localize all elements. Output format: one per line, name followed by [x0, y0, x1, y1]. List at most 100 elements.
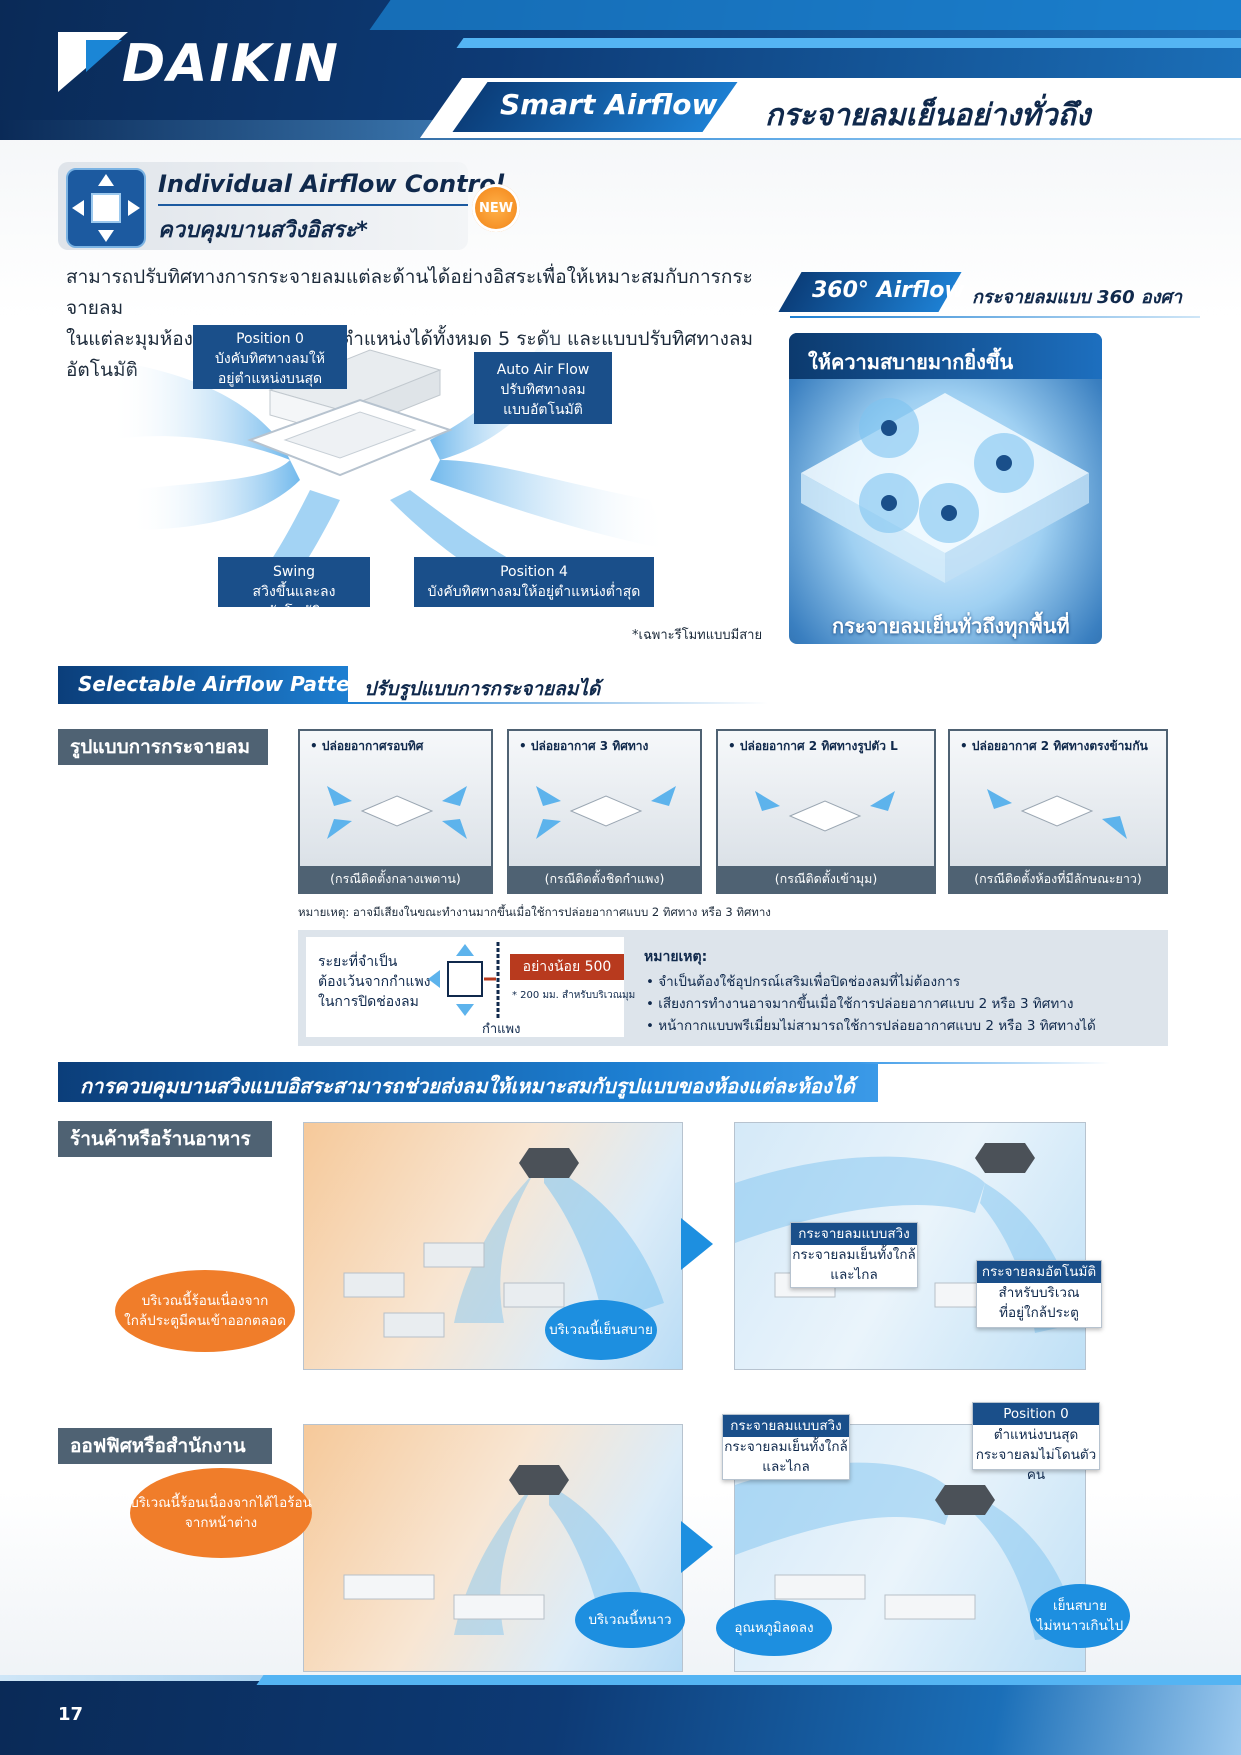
- callout-line: สวิงขึ้นและลงอัตโนมัติ: [252, 584, 336, 620]
- restaurant-scene-icon: [343, 1148, 664, 1338]
- notes-title: หมายเหตุ:: [644, 949, 708, 965]
- note-item: • จำเป็นต้องใช้อุปกรณ์เสริมเพื่อปิดช่องล…: [646, 974, 961, 990]
- bubble-line: เย็นสบาย: [1052, 1598, 1108, 1614]
- clearance-label: ระยะที่จำเป็น ต้องเว้นจากกำแพง ในการปิดช…: [318, 952, 431, 1012]
- feature-title: Individual Airflow Control: [158, 170, 505, 198]
- clearance-label-line: ระยะที่จำเป็น: [318, 954, 398, 970]
- page-footer: [0, 1675, 1241, 1755]
- note-text: หน้ากากแบบพรีเมี่ยมไม่สามารถใช้การปล่อยอ…: [658, 1018, 1096, 1034]
- office-section-tag: ออฟฟิศหรือสำนักงาน: [58, 1428, 272, 1464]
- clearance-corner-note: * 200 มม. สำหรับบริเวณมุม: [512, 990, 636, 1001]
- shop-section-tag: ร้านค้าหรือร้านอาหาร: [58, 1121, 272, 1157]
- feature-subtitle: ควบคุมบานสวิงอิสระ*: [158, 218, 368, 243]
- callout-line: ปรับทิศทางลม: [500, 382, 586, 398]
- info-line: กระจายลมเย็นทั้งใกล้: [724, 1439, 848, 1455]
- info-heading: กระจายลมแบบสวิง: [791, 1223, 917, 1245]
- callout-heading: Position 4: [500, 564, 568, 580]
- callout-swing: Swing สวิงขึ้นและลงอัตโนมัติ: [218, 557, 370, 620]
- callout-heading: Swing: [273, 564, 315, 580]
- callout-heading: Auto Air Flow: [496, 362, 590, 378]
- cool-area-bubble: บริเวณนี้เย็นสบาย: [545, 1300, 657, 1360]
- divider: [790, 316, 1200, 318]
- callout-position4: Position 4 บังคับทิศทางลมให้อยู่ตำแหน่งต…: [414, 557, 654, 607]
- divider: [158, 204, 468, 206]
- brand-logo-text: DAIKIN: [122, 34, 340, 94]
- bubble-line: ไม่หนาวเกินไป: [1036, 1618, 1124, 1634]
- section-title: Smart Airflow: [500, 88, 718, 121]
- divider: [860, 1062, 1110, 1064]
- comfort-bubble: เย็นสบายไม่หนาวเกินไป: [1030, 1584, 1130, 1648]
- pattern-title: • ปล่อยอากาศ 2 ทิศทางรูปตัว L: [728, 739, 898, 753]
- position0-info-box: Position 0 ตำแหน่งบนสุด กระจายลมไม่โดนตั…: [972, 1402, 1100, 1483]
- auto-info-box: กระจายลมอัตโนมัติ สำหรับบริเวณ ที่อยู่ใก…: [976, 1260, 1102, 1328]
- note-text: จำเป็นต้องใช้อุปกรณ์เสริมเพื่อปิดช่องลมท…: [658, 974, 961, 990]
- pattern-caption: (กรณีติดตั้งชิดกำแพง): [509, 866, 700, 892]
- application-banner: [58, 1062, 878, 1102]
- airflow360-title: 360° Airflow: [812, 278, 965, 303]
- description-line: สามารถปรับทิศทางการกระจายลมแต่ละด้านได้อ…: [66, 266, 753, 319]
- callout-line: อยู่ตำแหน่งบนสุด: [217, 371, 323, 387]
- callout-line: แบบอัตโนมัติ: [503, 402, 583, 418]
- arrow-right-icon: [681, 1218, 713, 1270]
- clearance-cassette-icon: [428, 942, 500, 1018]
- daikin-logo-icon: [58, 32, 128, 92]
- info-heading: กระจายลมอัตโนมัติ: [977, 1261, 1101, 1283]
- cold-area-bubble: บริเวณนี้หนาว: [575, 1592, 685, 1648]
- bubble-line: ใกล้ประตูมีคนเข้าออกตลอด: [124, 1313, 286, 1329]
- airflow-control-icon: [66, 168, 146, 248]
- pattern-section-tag: รูปแบบการกระจายลม: [58, 729, 268, 765]
- airflow360-illustration: [789, 333, 1102, 644]
- callout-auto-airflow: Auto Air Flow ปรับทิศทางลม แบบอัตโนมัติ: [474, 352, 612, 424]
- info-line: สำหรับบริเวณ: [998, 1285, 1080, 1301]
- new-badge: NEW: [472, 184, 520, 232]
- info-heading: กระจายลมแบบสวิง: [723, 1415, 849, 1437]
- pattern-caption: (กรณีติดตั้งกลางเพดาน): [300, 866, 491, 892]
- cassette-2way-l-icon: [755, 791, 895, 832]
- office-swing-info-box: กระจายลมแบบสวิง กระจายลมเย็นทั้งใกล้ และ…: [722, 1414, 850, 1480]
- section-subtitle: กระจายลมเย็นอย่างทั่วถึง: [765, 98, 1091, 133]
- airflow360-subtitle: กระจายลมแบบ 360 องศา: [972, 287, 1183, 308]
- hot-area-bubble: บริเวณนี้ร้อนเนื่องจากใกล้ประตูมีคนเข้าอ…: [115, 1270, 295, 1352]
- hot-window-bubble: บริเวณนี้ร้อนเนื่องจากได้ไอร้อนจากหน้าต่…: [130, 1468, 312, 1558]
- swing-info-box: กระจายลมแบบสวิง กระจายลมเย็นทั้งใกล้ และ…: [790, 1222, 918, 1288]
- clearance-label-line: ต้องเว้นจากกำแพง: [318, 974, 431, 990]
- pattern-card-all-directions: • ปล่อยอากาศรอบทิศ (กรณีติดตั้งกลางเพดาน…: [298, 729, 493, 894]
- selectable-label-bg: [58, 666, 348, 704]
- airflow360-top-text: ให้ความสบายมากยิ่งขึ้น: [808, 350, 1014, 374]
- info-line: กระจายลมเย็นทั้งใกล้: [792, 1247, 916, 1263]
- info-heading: Position 0: [973, 1403, 1099, 1425]
- info-line: ตำแหน่งบนสุด: [993, 1427, 1079, 1443]
- temp-drop-bubble: อุณหภูมิลดลง: [716, 1600, 832, 1656]
- ceiling-airflow-icon: [801, 393, 1089, 583]
- note-text: เสียงการทำงานอาจมากขึ้นเมื่อใช้การปล่อยอ…: [658, 996, 1074, 1012]
- callout-line: บังคับทิศทางลมให้อยู่ตำแหน่งต่ำสุด: [427, 584, 641, 600]
- pattern-card-3-way: • ปล่อยอากาศ 3 ทิศทาง (กรณีติดตั้งชิดกำแ…: [507, 729, 702, 894]
- callout-line: บังคับทิศทางลมให้: [215, 351, 325, 367]
- pattern-caption: (กรณีติดตั้งเข้ามุม): [718, 866, 934, 892]
- info-line: และไกล: [762, 1459, 810, 1475]
- pattern-caption: (กรณีติดตั้งห้องที่มีลักษณะยาว): [950, 866, 1166, 892]
- airflow360-bottom-text: กระจายลมเย็นทั่วถึงทุกพื้นที่: [832, 614, 1070, 638]
- banner-text: การควบคุมบานสวิงแบบอิสระสามารถช่วยส่งลมใ…: [80, 1074, 855, 1098]
- clearance-label-line: ในการปิดช่องลม: [318, 994, 419, 1010]
- bubble-line: บริเวณนี้ร้อนเนื่องจาก: [141, 1293, 269, 1309]
- info-line: กระจายลมไม่โดนตัวคน: [975, 1447, 1097, 1483]
- pattern-card-2-way-opposite: • ปล่อยอากาศ 2 ทิศทางตรงข้ามกัน (กรณีติด…: [948, 729, 1168, 894]
- bubble-line: บริเวณนี้ร้อนเนื่องจากได้ไอร้อน: [130, 1495, 312, 1511]
- pattern-title: • ปล่อยอากาศรอบทิศ: [310, 739, 424, 753]
- page-number: 17: [58, 1704, 84, 1725]
- selectable-subtitle: ปรับรูปแบบการกระจายลมได้: [364, 678, 601, 700]
- bubble-line: จากหน้าต่าง: [184, 1515, 258, 1531]
- pattern-title: • ปล่อยอากาศ 2 ทิศทางตรงข้ามกัน: [960, 739, 1148, 753]
- wall-label: กำแพง: [482, 1022, 521, 1037]
- callout-position0: Position 0 บังคับทิศทางลมให้ อยู่ตำแหน่ง…: [193, 325, 347, 389]
- airflow360-top-band: [789, 333, 1102, 379]
- info-line: และไกล: [830, 1267, 878, 1283]
- info-line: ที่อยู่ใกล้ประตู: [999, 1305, 1079, 1321]
- pattern-note: หมายเหตุ: อาจมีเสียงในขณะทำงานมากขึ้นเมื…: [298, 905, 771, 919]
- arrow-right-icon: [681, 1521, 713, 1573]
- note-item: • เสียงการทำงานอาจมากขึ้นเมื่อใช้การปล่อ…: [646, 996, 1074, 1012]
- cassette-4way-icon: [327, 786, 467, 839]
- divider: [348, 702, 768, 704]
- shop-before-illustration: [303, 1122, 683, 1370]
